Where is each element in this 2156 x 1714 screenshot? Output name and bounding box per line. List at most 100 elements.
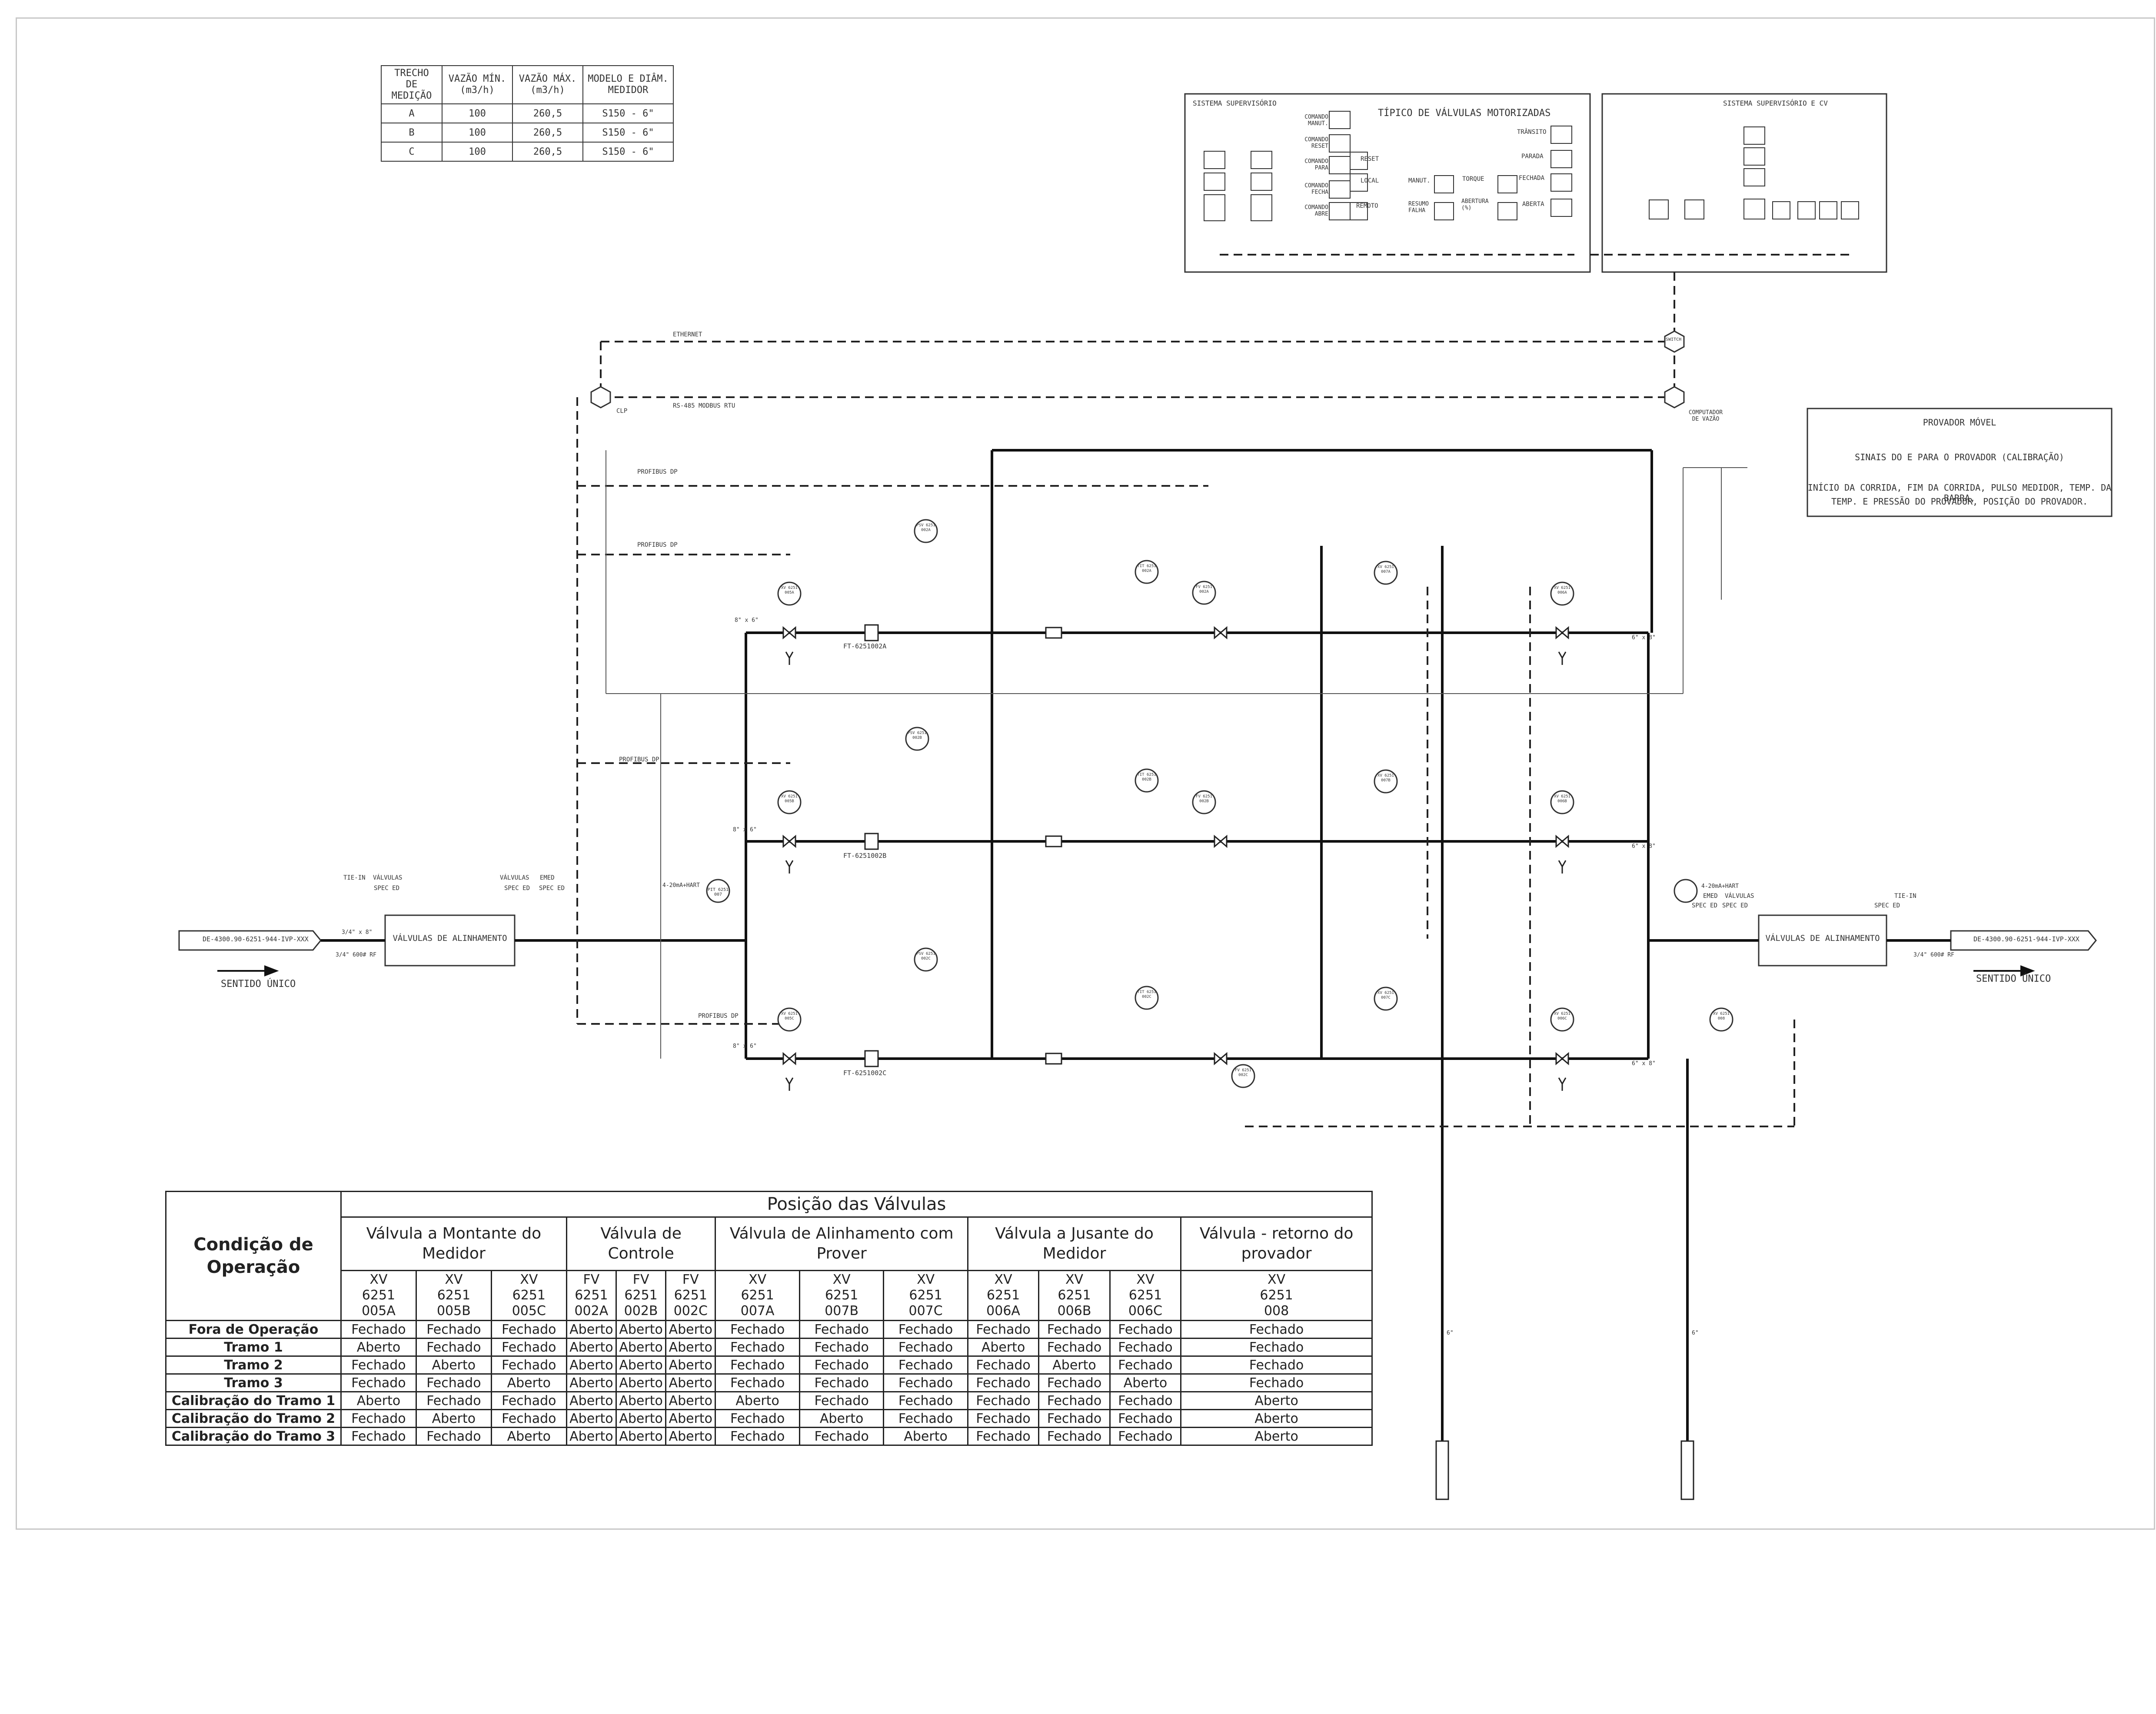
valve-state-cell: Fechado <box>715 1320 800 1339</box>
valve-tag-part: XV <box>917 1272 935 1287</box>
condition-cell: Calibração do Tramo 2 <box>165 1409 342 1428</box>
fv-002b-bubble <box>1192 790 1216 814</box>
meter-cell: S150 - 6" <box>582 103 674 123</box>
valve-tag-part: 6251 <box>624 1288 658 1303</box>
flange-label: 3/4" 600# RF <box>336 952 376 958</box>
supervisory-tile <box>1204 194 1225 221</box>
pit-label: PIT 6251 007 <box>707 887 729 897</box>
rs485-label: RS-485 MODBUS RTU <box>673 402 735 409</box>
strainer-c <box>1045 1053 1062 1065</box>
valve-state-cell: Fechado <box>490 1338 567 1357</box>
size-label: 8" x 6" <box>735 617 759 624</box>
valve-state-cell: Fechado <box>799 1320 885 1339</box>
valve-state-cell: Fechado <box>967 1320 1040 1339</box>
valve-state-cell: Aberto <box>615 1320 667 1339</box>
valve-state-cell: Fechado <box>1038 1338 1111 1357</box>
meter-table-row: B 100 260,5 S150 - 6" <box>381 123 674 143</box>
valve-state-cell: Aberto <box>665 1427 716 1446</box>
valve-state-cell: Fechado <box>415 1338 492 1357</box>
valve-tag-part: 002B <box>624 1303 658 1319</box>
command-label: COMANDO MANUT. <box>1304 114 1328 127</box>
xv-006a-valve-icon <box>1555 626 1569 640</box>
supervisory-box-right <box>1601 93 1887 273</box>
valve-state-cell: Aberto <box>490 1427 567 1446</box>
valve-state-cell: Aberto <box>340 1338 417 1357</box>
instrument-tag-label: XV 6251 005A <box>781 586 798 595</box>
alignment-outlet-label: VÁLVULAS DE ALINHAMENTO <box>1765 933 1880 943</box>
valve-state-cell: Aberto <box>615 1355 667 1375</box>
valve-state-cell: Aberto <box>566 1338 617 1357</box>
inlet-tag: DE-4300.90-6251-944-IVP-XXX <box>203 935 309 943</box>
supervisory-tile <box>1550 126 1572 144</box>
valve-state-cell: Fechado <box>715 1427 800 1446</box>
condition-cell: Tramo 3 <box>165 1373 342 1392</box>
meter-cell: 100 <box>442 142 513 162</box>
inlet-offpage-connector <box>178 930 322 951</box>
psv-002a-bubble <box>914 519 938 543</box>
command-label: COMANDO RESET <box>1304 136 1328 149</box>
valve-state-cell: Fechado <box>715 1355 800 1375</box>
valve-state-cell: Aberto <box>615 1338 667 1357</box>
size-label: 6" x 8" <box>1632 634 1656 641</box>
valve-state-cell: Fechado <box>883 1355 968 1375</box>
meter-cell: S150 - 6" <box>582 123 674 143</box>
meter-cell: 260,5 <box>512 142 583 162</box>
valve-state-cell: Fechado <box>1109 1338 1182 1357</box>
valve-state-cell: Fechado <box>799 1391 885 1410</box>
instrument-tag-label: XV 6251 008 <box>1713 1012 1730 1021</box>
ft-6251002a-meter <box>864 624 879 641</box>
meter-table-row: C 100 260,5 S150 - 6" <box>381 142 674 162</box>
valve-state-cell: Aberto <box>1038 1355 1111 1375</box>
supervisory-tile <box>1550 173 1572 192</box>
spec-ed-label: SPEC ED <box>1874 902 1900 909</box>
supervisory-tile <box>1434 175 1454 193</box>
supervisory-tile <box>1819 201 1837 219</box>
valve-state-cell: Fechado <box>715 1338 800 1357</box>
ft-6251002b-meter <box>864 833 879 850</box>
meter-table-header-row: TRECHO DE MEDIÇÃO VAZÃO MÍN. (m3/h) VAZÃ… <box>381 65 674 104</box>
valve-state-cell: Fechado <box>340 1409 417 1428</box>
valve-state-cell: Fechado <box>340 1320 417 1339</box>
supervisory-tile <box>1350 202 1368 220</box>
valve-tag-part: FV <box>583 1272 600 1287</box>
xv-008-bubble <box>1709 1007 1733 1032</box>
supervisory-tile <box>1350 173 1368 192</box>
valve-state-cell: Fechado <box>415 1391 492 1410</box>
meter-tag-a: FT-6251002A <box>843 642 887 650</box>
valve-tag-part: 6251 <box>909 1288 942 1303</box>
valve-state-cell: Fechado <box>490 1391 567 1410</box>
valve-table-title: Posição das Válvulas <box>340 1191 1373 1218</box>
profibus-label: PROFIBUS DP <box>637 541 678 548</box>
xv-007b-bubble <box>1374 769 1398 794</box>
valve-tag-part: 005A <box>362 1303 396 1319</box>
hart-label: 4-20mA+HART <box>1701 883 1739 890</box>
spec-ed-label: SPEC ED <box>504 885 530 892</box>
xv-005b-bubble <box>777 790 802 814</box>
supervisory-tile <box>1649 199 1669 219</box>
meter-cell: 260,5 <box>512 123 583 143</box>
size-label: 6" <box>1447 1330 1454 1336</box>
valve-tag-part: 008 <box>1264 1303 1289 1319</box>
spec-ed-label: SPEC ED <box>539 885 565 892</box>
xv-006c-valve-icon <box>1555 1052 1569 1066</box>
valve-position-table: Condição de Operação Posição das Válvula… <box>165 1191 1373 1446</box>
xv-007c-bubble <box>1374 987 1398 1011</box>
supervisory-tile <box>1329 202 1351 220</box>
valve-state-cell: Fechado <box>340 1373 417 1392</box>
spec-ed-label: SPEC ED <box>374 885 400 892</box>
arrow-head-icon <box>2020 965 2035 977</box>
instrument-tag-label: TIT 6251 002A <box>1137 564 1156 573</box>
group-header-upstream: Válvula a Montante do Medidor <box>340 1216 567 1271</box>
valve-state-cell: Fechado <box>967 1373 1040 1392</box>
size-label: 6" x 8" <box>1632 843 1656 850</box>
valve-tag-part: 007A <box>740 1303 775 1319</box>
arrow-head-icon <box>264 965 279 977</box>
supervisory-tile <box>1743 199 1765 219</box>
